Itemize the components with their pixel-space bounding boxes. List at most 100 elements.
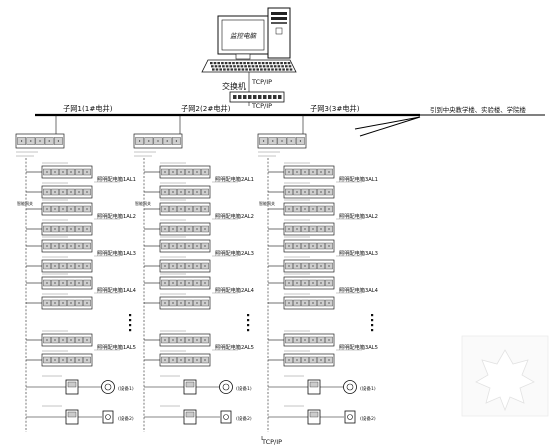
keyboard-key [221,62,224,65]
module-led [304,171,306,173]
module-led [288,265,290,267]
module-led [180,171,182,173]
sensor-icon-inner [104,383,112,391]
module-led [70,171,72,173]
module-led [188,265,190,267]
module-led [296,245,298,247]
distribution-module [283,202,335,216]
module-led [288,359,290,361]
module-led [62,282,64,284]
module-led [157,140,159,142]
protocol-mid-label: TCP/IP [251,102,272,110]
panel-label: 照明配电箱2AL3 [215,249,254,257]
continuation-dot [247,329,250,332]
module-led [164,208,166,210]
module-led [328,339,330,341]
field-device-display [67,381,77,388]
subnet-column-2: 智能网关照明配电箱2AL1照明配电箱2AL2照明配电箱2AL3照明配电箱2AL4… [133,115,255,432]
field-device-display [309,411,319,418]
module-led [164,228,166,230]
module-led [62,208,64,210]
switch-port [253,95,257,99]
device-label: (设备2) [118,415,134,422]
keyboard-key [248,65,251,68]
keyboard-key [251,65,255,68]
keyboard-key [259,65,262,68]
module-led [54,302,56,304]
module-led [54,282,56,284]
keyboard-key [272,62,276,65]
module-led [78,228,80,230]
module-led [328,171,330,173]
switch-port [248,95,252,99]
module-led [296,302,298,304]
keyboard-key [224,62,228,65]
module-led [86,282,88,284]
module-led [188,171,190,173]
module-led [172,228,174,230]
uplink-arrow [354,116,421,137]
module-led [196,282,198,284]
distribution-module [283,165,335,179]
distribution-module [41,202,93,216]
panel-label: 照明配电箱3AL1 [339,175,378,183]
module-led [288,171,290,173]
pc-drive-slot-1 [271,12,287,15]
keyboard-key [260,68,263,71]
module-led [172,265,174,267]
module-led [54,339,56,341]
panel-label: 照明配电箱3AL3 [339,249,378,257]
distribution-module [159,259,211,273]
continuation-dot [129,314,132,317]
keyboard-key [229,65,233,68]
keyboard-key [243,62,246,65]
module-led [312,302,314,304]
keyboard-key [270,65,273,68]
keyboard-key [258,62,261,65]
pc-drive-slot-3 [271,22,287,24]
module-led [164,171,166,173]
module-led [30,140,32,142]
panel-label: 照明配电箱2AL2 [215,212,254,220]
module-led [296,171,298,173]
module-led [70,339,72,341]
module-led [312,265,314,267]
keyboard-key [219,68,222,71]
protocol-bottom-label: TCP/IP [261,438,282,446]
module-led [204,359,206,361]
keyboard-key [240,65,244,68]
switch-label: 交换机 [222,81,246,91]
distribution-module [41,185,93,199]
module-led [54,265,56,267]
keyboard-key [285,65,288,68]
panel-label: 照明配电箱2AL4 [215,286,255,294]
module-led [86,359,88,361]
continuation-dot [371,324,374,327]
module-led [204,171,206,173]
distribution-module [159,353,211,367]
module-led [39,140,41,142]
module-led [180,339,182,341]
distribution-module [159,239,211,253]
module-led [196,191,198,193]
subnet-column-1: 智能网关照明配电箱1AL1照明配电箱1AL2照明配电箱1AL3照明配电箱1AL4… [15,115,137,432]
keyboard-key [232,62,235,65]
monitor-stand [235,53,251,60]
field-device-display [67,411,77,418]
switch-port [233,95,237,99]
module-led [70,208,72,210]
module-led [320,208,322,210]
module-led [164,339,166,341]
module-led [46,339,48,341]
gateway-note: 智能网关 [17,200,33,206]
module-led [180,282,182,284]
module-led [180,359,182,361]
module-led [172,359,174,361]
module-led [312,191,314,193]
module-led [312,339,314,341]
module-led [312,282,314,284]
protocol-top-label: TCP/IP [251,78,272,86]
keyboard-key [250,62,254,65]
module-led [172,302,174,304]
